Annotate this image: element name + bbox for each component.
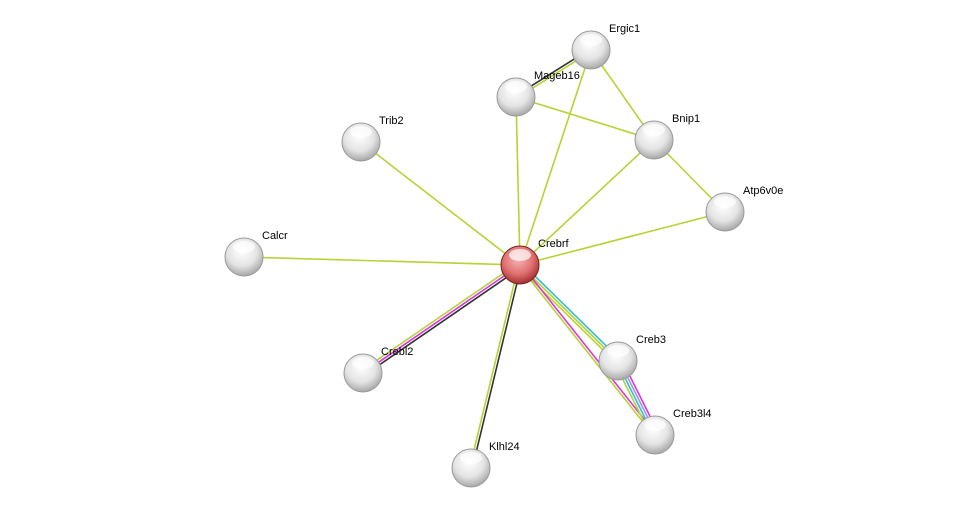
edge-crebrf-creb3[interactable] xyxy=(519,264,619,362)
node-highlight xyxy=(509,249,531,261)
node-crebrf[interactable]: Crebrf xyxy=(500,238,570,285)
node-label: Creb3 xyxy=(636,334,666,346)
node-highlight xyxy=(643,124,665,136)
edge-crebrf-mageb16[interactable] xyxy=(515,96,521,266)
node-highlight xyxy=(352,357,374,369)
edge-crebrf-bnip1[interactable] xyxy=(519,139,655,266)
edge-crebrf-ergic1[interactable] xyxy=(519,49,592,266)
node-highlight xyxy=(580,34,602,46)
node-bnip1[interactable]: Bnip1 xyxy=(634,113,700,160)
edge-crebrf-trib2[interactable] xyxy=(360,141,521,266)
node-label: Mageb16 xyxy=(534,70,580,82)
edge-crebrf-klhl24[interactable] xyxy=(468,264,520,468)
edge-crebrf-creb3l4[interactable] xyxy=(520,263,657,435)
node-highlight xyxy=(644,419,666,431)
node-label: Klhl24 xyxy=(489,441,520,453)
node-label: Trib2 xyxy=(379,115,404,127)
edge-crebrf-creb3[interactable] xyxy=(517,266,617,364)
node-mageb16[interactable]: Mageb16 xyxy=(496,70,580,117)
edge-crebrf-atp6v0e[interactable] xyxy=(519,211,726,266)
edge-crebrf-crebl2[interactable] xyxy=(362,264,521,374)
node-highlight xyxy=(607,345,629,357)
edge-crebrf-klhl24[interactable] xyxy=(471,265,523,469)
edge-crebrf-crebl2[interactable] xyxy=(361,262,519,372)
node-ergic1[interactable]: Ergic1 xyxy=(571,23,640,70)
node-highlight xyxy=(714,196,736,208)
node-highlight xyxy=(233,241,255,253)
node-highlight xyxy=(350,126,372,138)
node-trib2[interactable]: Trib2 xyxy=(341,115,404,162)
edge-crebrf-crebl2[interactable] xyxy=(364,266,522,376)
node-creb3[interactable]: Creb3 xyxy=(598,334,666,381)
node-klhl24[interactable]: Klhl24 xyxy=(451,441,520,488)
node-label: Atp6v0e xyxy=(743,185,783,197)
node-label: Crebrf xyxy=(538,238,570,250)
node-atp6v0e[interactable]: Atp6v0e xyxy=(705,185,783,232)
edge-crebrf-creb3[interactable] xyxy=(521,262,621,360)
node-label: Ergic1 xyxy=(609,23,640,35)
node-label: Crebl2 xyxy=(381,346,413,358)
node-crebl2[interactable]: Crebl2 xyxy=(343,346,413,393)
node-label: Calcr xyxy=(262,230,288,242)
node-label: Creb3l4 xyxy=(673,408,712,420)
node-label: Bnip1 xyxy=(672,113,700,125)
node-highlight xyxy=(460,452,482,464)
edge-crebrf-calcr[interactable] xyxy=(243,256,521,266)
edge-mageb16-bnip1[interactable] xyxy=(515,96,655,141)
node-creb3l4[interactable]: Creb3l4 xyxy=(635,408,712,455)
edge-crebrf-creb3l4[interactable] xyxy=(518,265,655,437)
node-calcr[interactable]: Calcr xyxy=(224,230,288,277)
node-highlight xyxy=(505,81,527,93)
